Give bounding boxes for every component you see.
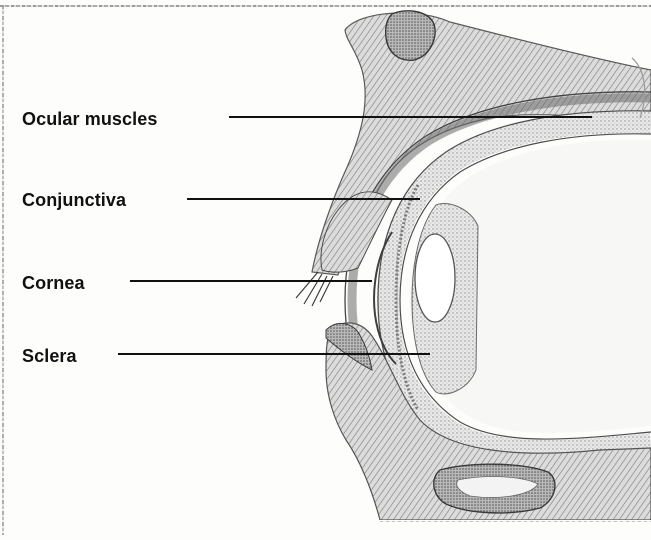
- label-sclera: Sclera: [22, 346, 77, 366]
- lens: [415, 234, 455, 322]
- label-cornea: Cornea: [22, 273, 85, 293]
- label-conjunctiva: Conjunctiva: [22, 190, 126, 210]
- label-ocular-muscles: Ocular muscles: [22, 109, 157, 129]
- eyelash-upper: [296, 272, 333, 306]
